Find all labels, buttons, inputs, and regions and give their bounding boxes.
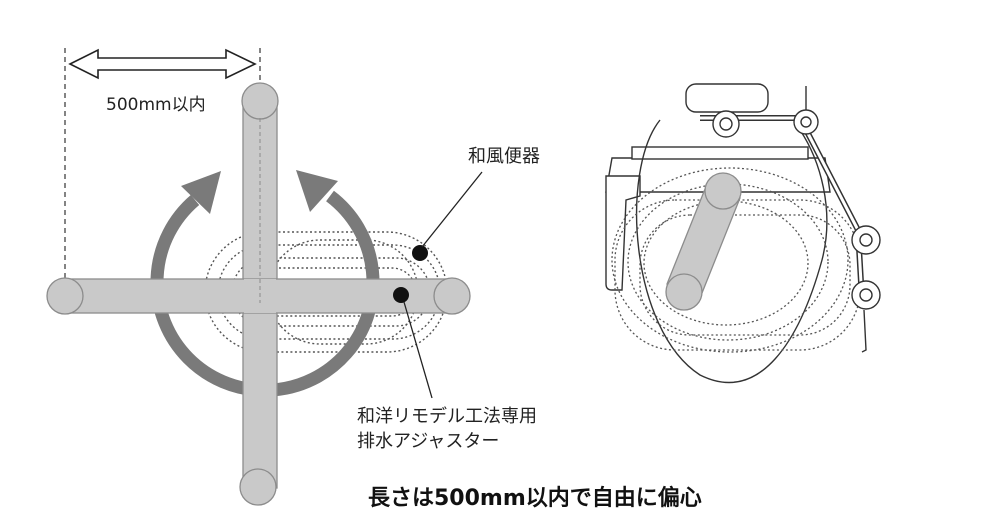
dimension-arrow <box>68 48 257 80</box>
pipe-end-left <box>46 277 84 315</box>
toilet-adjuster-pipe <box>665 172 742 311</box>
water-supply-pipe <box>700 86 881 353</box>
washiki-leader-line <box>421 171 483 248</box>
dimension-label: 500mm以内 <box>106 95 206 115</box>
adjuster-label-line2: 排水アジャスター <box>357 431 500 452</box>
washiki-toilet-label: 和風便器 <box>468 146 540 167</box>
caption: 長さは500mm以内で自由に偏心 <box>368 486 702 511</box>
washiki-dot <box>412 245 428 261</box>
adjuster-leader-line <box>403 301 433 399</box>
pipe-end-bottom <box>239 468 277 506</box>
pipe-end-right <box>433 277 471 315</box>
adjuster-label-line1: 和洋リモデル工法専用 <box>357 406 537 427</box>
adjuster-dot <box>393 287 409 303</box>
